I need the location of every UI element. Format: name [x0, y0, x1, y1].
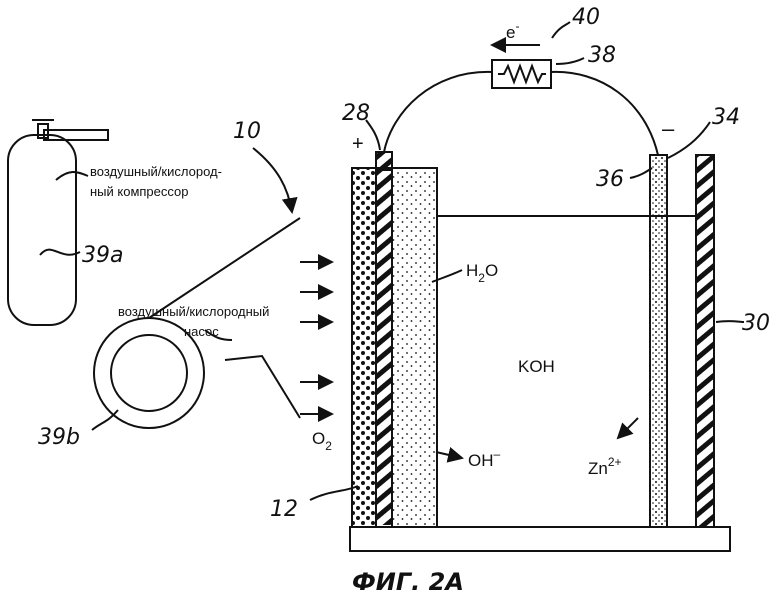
electron-label: e- [506, 19, 519, 42]
ref-28: 28 [342, 101, 370, 126]
container-wall-hatch [697, 156, 713, 526]
cathode-catalyst-layer [391, 167, 438, 528]
ref-39b: 39b [38, 425, 80, 450]
ref-39a: 39a [82, 243, 123, 268]
water-label: H2O [466, 261, 498, 285]
terminal-minus: – [662, 116, 675, 141]
water-leader [431, 269, 463, 283]
ref-10-leader [252, 147, 298, 214]
load-resistor [491, 59, 552, 89]
oxygen-pump [93, 217, 301, 429]
compressor-label-leader [55, 171, 89, 181]
wire-anode [550, 70, 659, 156]
ref-12: 12 [270, 497, 298, 522]
ref-34-leader [667, 121, 711, 159]
pump-label-leader [204, 329, 233, 341]
cathode-current-collector-hatch [377, 170, 391, 525]
hydroxide-label: OH– [468, 447, 501, 470]
ref-39b-leader [91, 409, 119, 431]
oxygen-compressor-cylinder [7, 119, 109, 326]
ref-34: 34 [712, 105, 740, 130]
ref-30: 30 [742, 311, 770, 336]
pump-label-line1: воздушный/кислородный [118, 304, 269, 319]
ref-30-leader [715, 320, 745, 323]
wire-cathode [383, 70, 493, 153]
zinc-ion-arrow [616, 417, 639, 440]
ref-39a-leader [39, 248, 81, 256]
zinc-anode [649, 154, 668, 528]
oxygen-label: O2 [312, 429, 332, 453]
ref-40-leader [551, 21, 571, 39]
ref-12-leader [309, 485, 359, 501]
ref-38-leader [555, 57, 585, 65]
terminal-plus: + [352, 133, 364, 155]
hydroxide-arrow [435, 447, 464, 463]
compressor-label-line2: ный компрессор [90, 184, 189, 199]
cell-base [349, 526, 731, 552]
ref-36-leader [629, 167, 653, 179]
ref-40: 40 [572, 5, 600, 30]
air-flow-arrows [300, 254, 334, 422]
ref-36: 36 [596, 167, 624, 192]
zinc-ion-label: Zn2+ [588, 455, 622, 478]
pump-label-line2: насос [184, 324, 219, 339]
figure-caption: ФИГ. 2А [352, 568, 464, 596]
ref-10: 10 [233, 119, 261, 144]
resistor-zigzag [498, 63, 546, 85]
air-diffusion-layer [351, 167, 377, 528]
ref-38: 38 [588, 43, 616, 68]
compressor-label-line1: воздушный/кислород- [90, 164, 222, 179]
electrolyte-label: KOH [518, 357, 555, 376]
cathode-terminal [375, 151, 393, 171]
ref-28-leader [365, 119, 381, 151]
